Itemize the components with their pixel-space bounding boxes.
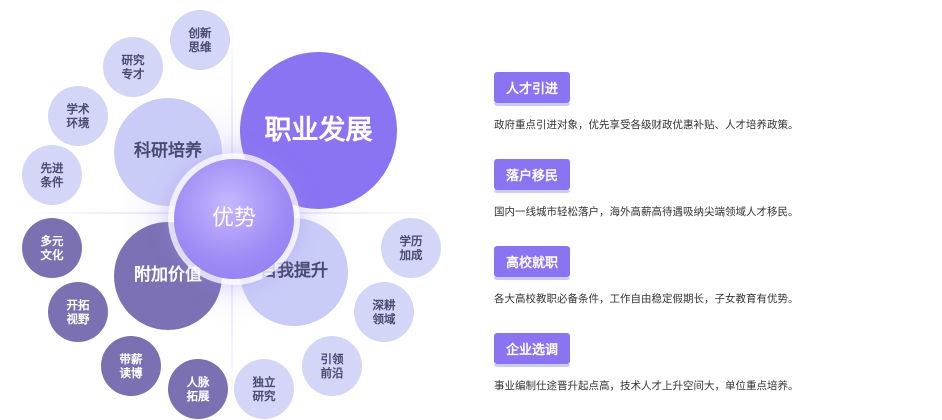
benefit-badge: 人才引进 [494, 72, 571, 106]
benefit-description: 国内一线城市轻松落户，海外高薪高待遇吸纳尖端领域人才移民。 [494, 206, 799, 218]
benefit-description: 事业编制仕途晋升起点高，技术人才上升空间大，单位重点培养。 [494, 380, 799, 392]
satellite-label: 人脉 拓展 [186, 374, 210, 403]
satellite-research-talent: 研究 专才 [103, 37, 163, 97]
benefit-badge: 企业选调 [494, 333, 571, 367]
satellite-label: 带薪 读博 [119, 351, 143, 380]
satellite-label: 开拓 视野 [66, 297, 90, 326]
satellite-academic-environment: 学术 环境 [48, 86, 108, 146]
benefit-item: 高校就职 各大高校教职必备条件，工作自由稳定假期长，子女教育有优势。 [494, 246, 934, 306]
satellite-diverse-culture: 多元 文化 [22, 218, 82, 278]
satellite-degree-bonus: 学历 加成 [381, 218, 441, 278]
satellite-independent-research: 独立 研究 [234, 359, 294, 419]
satellite-innovative-thinking: 创新 思维 [170, 10, 230, 70]
quadrant-added-value: 附加价值 [114, 222, 222, 330]
center-label: 优势 [211, 206, 256, 232]
satellite-advanced-conditions: 先进 条件 [22, 145, 82, 205]
benefit-badge: 落户移民 [494, 159, 571, 193]
benefit-badge: 高校就职 [494, 246, 571, 280]
satellite-broaden-horizon: 开拓 视野 [48, 282, 108, 342]
satellite-deep-cultivation: 深耕 领域 [354, 282, 414, 342]
satellite-label: 学历 加成 [399, 233, 423, 262]
quadrant-label: 科研培养 [134, 141, 202, 162]
satellite-lead-frontier: 引领 前沿 [302, 336, 362, 396]
satellite-label: 深耕 领域 [372, 297, 396, 326]
quadrant-label: 附加价值 [134, 265, 202, 286]
benefit-description: 各大高校教职必备条件，工作自由稳定假期长，子女教育有优势。 [494, 293, 799, 305]
satellite-label: 独立 研究 [252, 374, 276, 403]
quadrant-label: 职业发展 [264, 114, 373, 146]
center-circle: 优势 [174, 159, 294, 279]
benefit-item: 人才引进 政府重点引进对象，优先享受各级财政优惠补贴、人才培养政策。 [494, 72, 934, 132]
satellite-label: 学术 环境 [66, 101, 90, 130]
satellite-label: 创新 思维 [188, 25, 212, 54]
benefit-item: 落户移民 国内一线城市轻松落户，海外高薪高待遇吸纳尖端领域人才移民。 [494, 159, 934, 219]
satellite-label: 研究 专才 [121, 52, 145, 81]
advantages-diagram: 创新 思维 研究 专才 学术 环境 先进 条件 多元 文化 开拓 视野 带薪 读… [20, 10, 441, 419]
benefit-description: 政府重点引进对象，优先享受各级财政优惠补贴、人才培养政策。 [494, 119, 799, 131]
benefit-item: 企业选调 事业编制仕途晋升起点高，技术人才上升空间大，单位重点培养。 [494, 333, 934, 393]
satellite-paid-phd: 带薪 读博 [101, 336, 161, 396]
quadrant-label: 自我提升 [260, 261, 328, 282]
satellite-expand-network: 人脉 拓展 [168, 359, 228, 419]
satellite-label: 引领 前沿 [320, 351, 344, 380]
satellite-label: 先进 条件 [40, 160, 64, 189]
quadrant-career: 职业发展 [240, 52, 397, 209]
satellite-label: 多元 文化 [40, 233, 64, 262]
